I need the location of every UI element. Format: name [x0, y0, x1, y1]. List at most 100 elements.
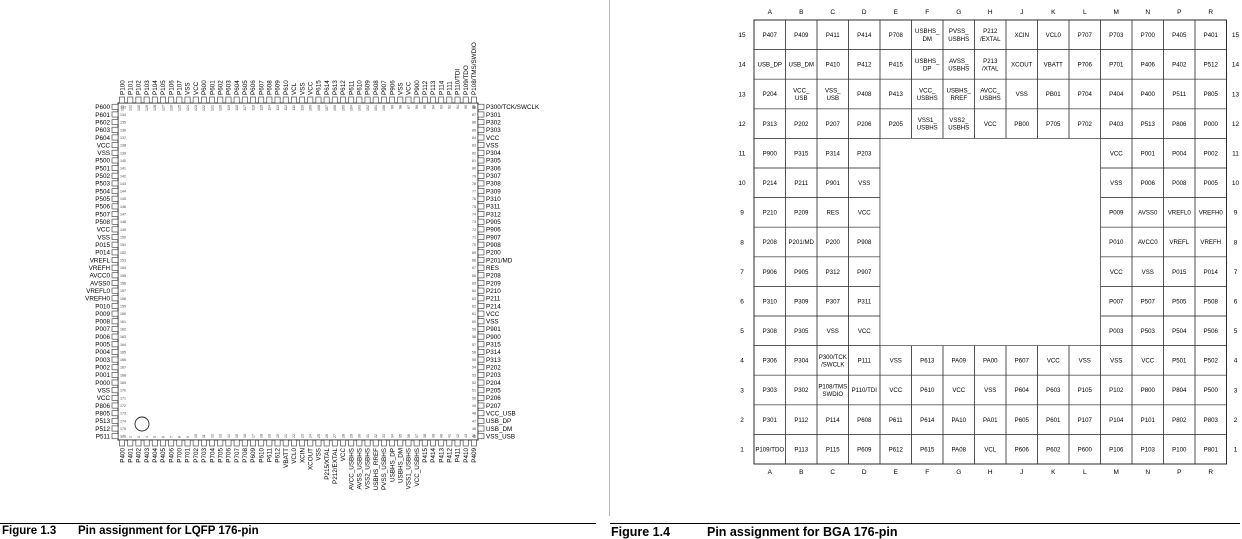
ball-label: P602	[1046, 446, 1061, 453]
pin-number: 38	[423, 434, 427, 438]
row-label: 6	[1234, 299, 1238, 306]
pin-label: P615	[316, 80, 323, 95]
pin-label: P613	[332, 80, 339, 95]
pin-label: P602	[95, 119, 110, 126]
pin-number: 150	[120, 236, 126, 240]
pin-pad	[430, 439, 436, 447]
pin-label: P700	[177, 448, 184, 463]
ball-label: P610	[920, 387, 935, 394]
ball-label: P006	[1141, 180, 1156, 187]
ball-label: P708	[889, 32, 904, 39]
pin-number: 50	[472, 396, 476, 400]
ball-label: P002	[1204, 150, 1219, 157]
pin-label: P200	[486, 250, 501, 257]
pin-label: VBATT	[283, 448, 290, 468]
pin-pad	[111, 195, 119, 202]
pin-pad	[421, 439, 428, 447]
ball-label: P606	[1015, 446, 1030, 453]
pin-pad	[111, 280, 119, 286]
ball-label: VCC_USB	[793, 87, 810, 102]
pin-number: 162	[120, 327, 126, 331]
pin-pad	[477, 119, 485, 126]
pin-label: P601	[95, 112, 110, 119]
ball-label: VREFH	[1200, 239, 1221, 246]
ball-label: P801	[1204, 446, 1219, 453]
pin-pad	[477, 188, 485, 194]
pin-pad	[184, 439, 191, 447]
pin-number: 3	[137, 436, 141, 438]
pin-label: P405	[160, 448, 167, 463]
pin-number: 4	[145, 436, 149, 438]
ball-label: P513	[1141, 121, 1156, 128]
pin-label: P404	[152, 448, 159, 463]
pin-pad	[111, 103, 119, 110]
pin-number: 27	[333, 434, 337, 438]
row-label: 7	[740, 269, 744, 276]
pin-label: P602	[217, 80, 224, 95]
ball-label: P504	[1172, 328, 1187, 335]
pin-number: 107	[325, 105, 329, 111]
pin-number: 129	[145, 105, 149, 111]
pin-number: 34	[390, 434, 394, 438]
pin-label: P001	[95, 372, 110, 379]
pin-label: P304	[486, 150, 501, 157]
ball-label: P014	[1204, 269, 1219, 276]
column-label: H	[988, 469, 993, 476]
pin-label: P002	[95, 365, 110, 372]
pin-label: P702	[193, 448, 200, 463]
pin-number: 121	[210, 105, 214, 111]
pin-pad	[160, 439, 166, 447]
pin-pad	[477, 402, 485, 409]
pin-pad	[143, 439, 150, 447]
pin-number: 32	[374, 434, 378, 438]
pin-label: VCC	[340, 448, 347, 462]
pin-number: 131	[129, 105, 133, 111]
pin-label: P212/EXTAL	[332, 448, 339, 484]
pin-label: VREFH	[89, 265, 111, 272]
ball-label: P402	[1172, 62, 1187, 69]
pin-pad	[413, 96, 420, 104]
pin-number: 95	[423, 105, 427, 109]
ball-label: P007	[1109, 298, 1124, 305]
pin-pad	[454, 439, 461, 447]
ball-label: VCC	[1141, 358, 1154, 365]
pin-pad	[111, 318, 119, 325]
pin-number: 42	[456, 434, 460, 438]
pin-pad	[323, 96, 330, 104]
pin-pad	[111, 180, 119, 187]
ball-label: P413	[889, 91, 904, 98]
pin-pad	[364, 96, 371, 104]
column-label: G	[956, 469, 961, 476]
pin-pad	[477, 149, 485, 156]
ball-label: P411	[826, 32, 840, 39]
pin-pad	[250, 439, 256, 447]
ball-label: P802	[1172, 417, 1187, 424]
pin-pad	[201, 96, 207, 104]
ball-label: P701	[1109, 62, 1124, 69]
pin-number: 61	[472, 312, 476, 316]
ball-label: P105	[1078, 387, 1093, 394]
ball-label: P607	[1015, 358, 1030, 365]
pin-pad	[111, 218, 119, 225]
pin-number: 9	[186, 436, 190, 438]
pin-label: P610	[283, 80, 290, 95]
ball-label: P410	[826, 62, 841, 69]
pin-pad	[477, 103, 485, 110]
pin-pad	[397, 96, 404, 104]
pin-label: AVCC_USBHS	[348, 448, 355, 490]
pin-label: P704	[209, 448, 216, 463]
pin-label: P100	[119, 80, 126, 95]
pin-pad	[477, 157, 485, 164]
ball-label: VCC	[858, 328, 871, 335]
ball-label: P800	[1141, 387, 1156, 394]
pin-label: P906	[389, 80, 396, 95]
pin-label: P102	[136, 80, 143, 95]
pin-pad	[348, 439, 355, 447]
pin-pad	[315, 439, 322, 447]
pin-label: P607	[258, 80, 265, 95]
pin-label: P312	[486, 211, 501, 218]
column-label: B	[799, 9, 803, 16]
pin-label: VCC	[97, 142, 111, 149]
